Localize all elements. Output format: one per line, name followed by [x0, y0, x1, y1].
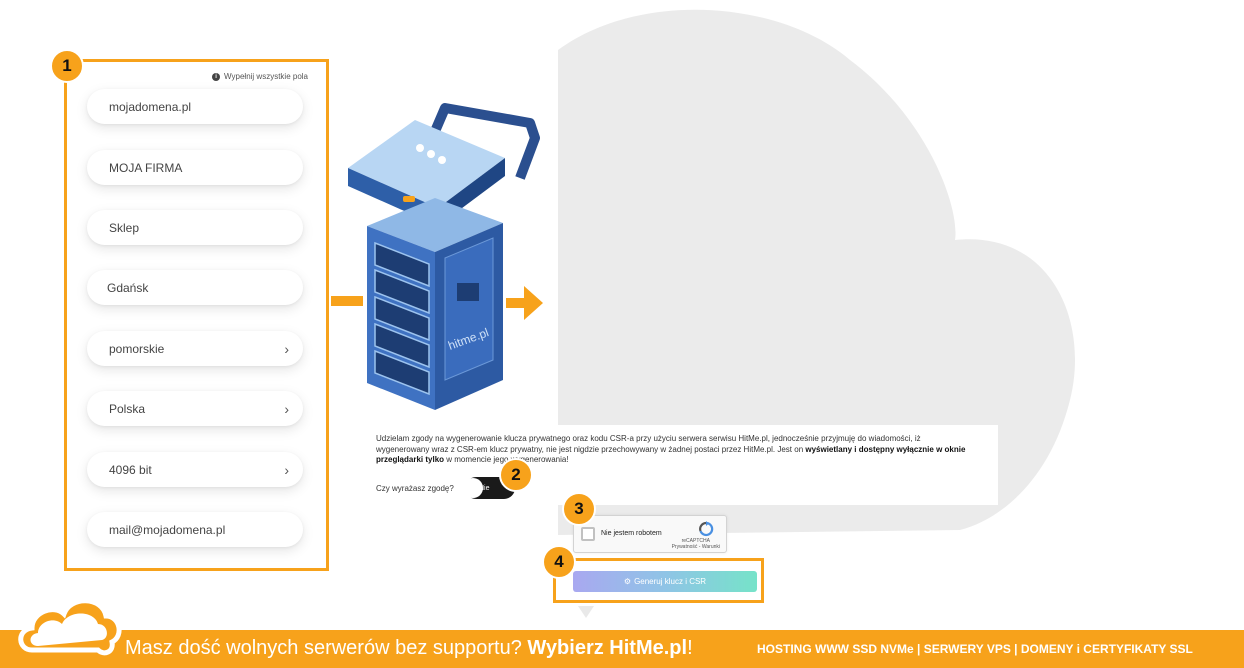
- server-illustration: hitme.pl: [348, 103, 540, 410]
- step-badge-1: 1: [50, 49, 84, 83]
- region-select[interactable]: pomorskie ›: [87, 331, 303, 366]
- country-select-value: Polska: [109, 401, 146, 416]
- recaptcha-links[interactable]: Prywatność - Warunki: [671, 544, 720, 550]
- recaptcha-checkbox[interactable]: [581, 527, 595, 541]
- consent-text: Udzielam zgody na wygenerowanie klucza p…: [376, 434, 966, 464]
- footer-promo[interactable]: Masz dość wolnych serwerów bez supportu?…: [125, 637, 693, 659]
- connector-bar: [331, 296, 363, 306]
- generate-frame: ⚙ Generuj klucz i CSR: [553, 558, 764, 603]
- info-icon: i: [212, 72, 221, 81]
- consent-question: Czy wyrażasz zgodę?: [376, 484, 454, 493]
- recaptcha-brand: reCAPTCHA Prywatność - Warunki: [671, 538, 720, 550]
- csr-form: i Wypełnij wszystkie pola mojadomena.pl …: [64, 59, 329, 571]
- recaptcha-logo-icon: [699, 521, 714, 537]
- department-field-value: Sklep: [109, 220, 140, 235]
- chevron-right-icon: ›: [284, 400, 289, 417]
- country-select[interactable]: Polska ›: [87, 391, 303, 426]
- generate-button[interactable]: ⚙ Generuj klucz i CSR: [573, 571, 757, 592]
- pointer-triangle: [578, 606, 594, 618]
- domain-field[interactable]: mojadomena.pl: [87, 89, 303, 124]
- key-size-select-value: 4096 bit: [109, 462, 152, 477]
- step-badge-3: 3: [562, 492, 596, 526]
- email-field[interactable]: mail@mojadomena.pl: [87, 512, 303, 547]
- consent-toggle-label: Nie: [479, 484, 490, 492]
- toggle-knob: [463, 478, 483, 498]
- consent-panel: Udzielam zgody na wygenerowanie klucza p…: [368, 425, 998, 505]
- recaptcha-widget: Nie jestem robotem reCAPTCHA Prywatność …: [573, 515, 727, 553]
- cloud-logo-icon: [18, 598, 122, 656]
- region-select-value: pomorskie: [109, 341, 165, 356]
- step-badge-4: 4: [542, 545, 576, 579]
- generate-button-label: Generuj klucz i CSR: [634, 577, 707, 586]
- city-field[interactable]: Gdańsk: [87, 270, 303, 305]
- gear-icon: ⚙: [623, 577, 632, 586]
- recaptcha-label: Nie jestem robotem: [601, 530, 662, 537]
- key-size-select[interactable]: 4096 bit ›: [87, 452, 303, 487]
- chevron-right-icon: ›: [284, 461, 289, 478]
- required-hint: i Wypełnij wszystkie pola: [212, 72, 308, 81]
- footer-links[interactable]: HOSTING WWW SSD NVMe | SERWERY VPS | DOM…: [757, 642, 1193, 656]
- email-field-value: mail@mojadomena.pl: [109, 522, 226, 537]
- company-field-value: MOJA FIRMA: [109, 160, 183, 175]
- company-field[interactable]: MOJA FIRMA: [87, 150, 303, 185]
- arrow-right-icon: [506, 286, 543, 320]
- chevron-right-icon: ›: [284, 340, 289, 357]
- city-field-value: Gdańsk: [107, 280, 149, 295]
- department-field[interactable]: Sklep: [87, 210, 303, 245]
- footer-banner: Masz dość wolnych serwerów bez supportu?…: [0, 630, 1244, 668]
- domain-field-value: mojadomena.pl: [109, 99, 192, 114]
- step-badge-2: 2: [499, 458, 533, 492]
